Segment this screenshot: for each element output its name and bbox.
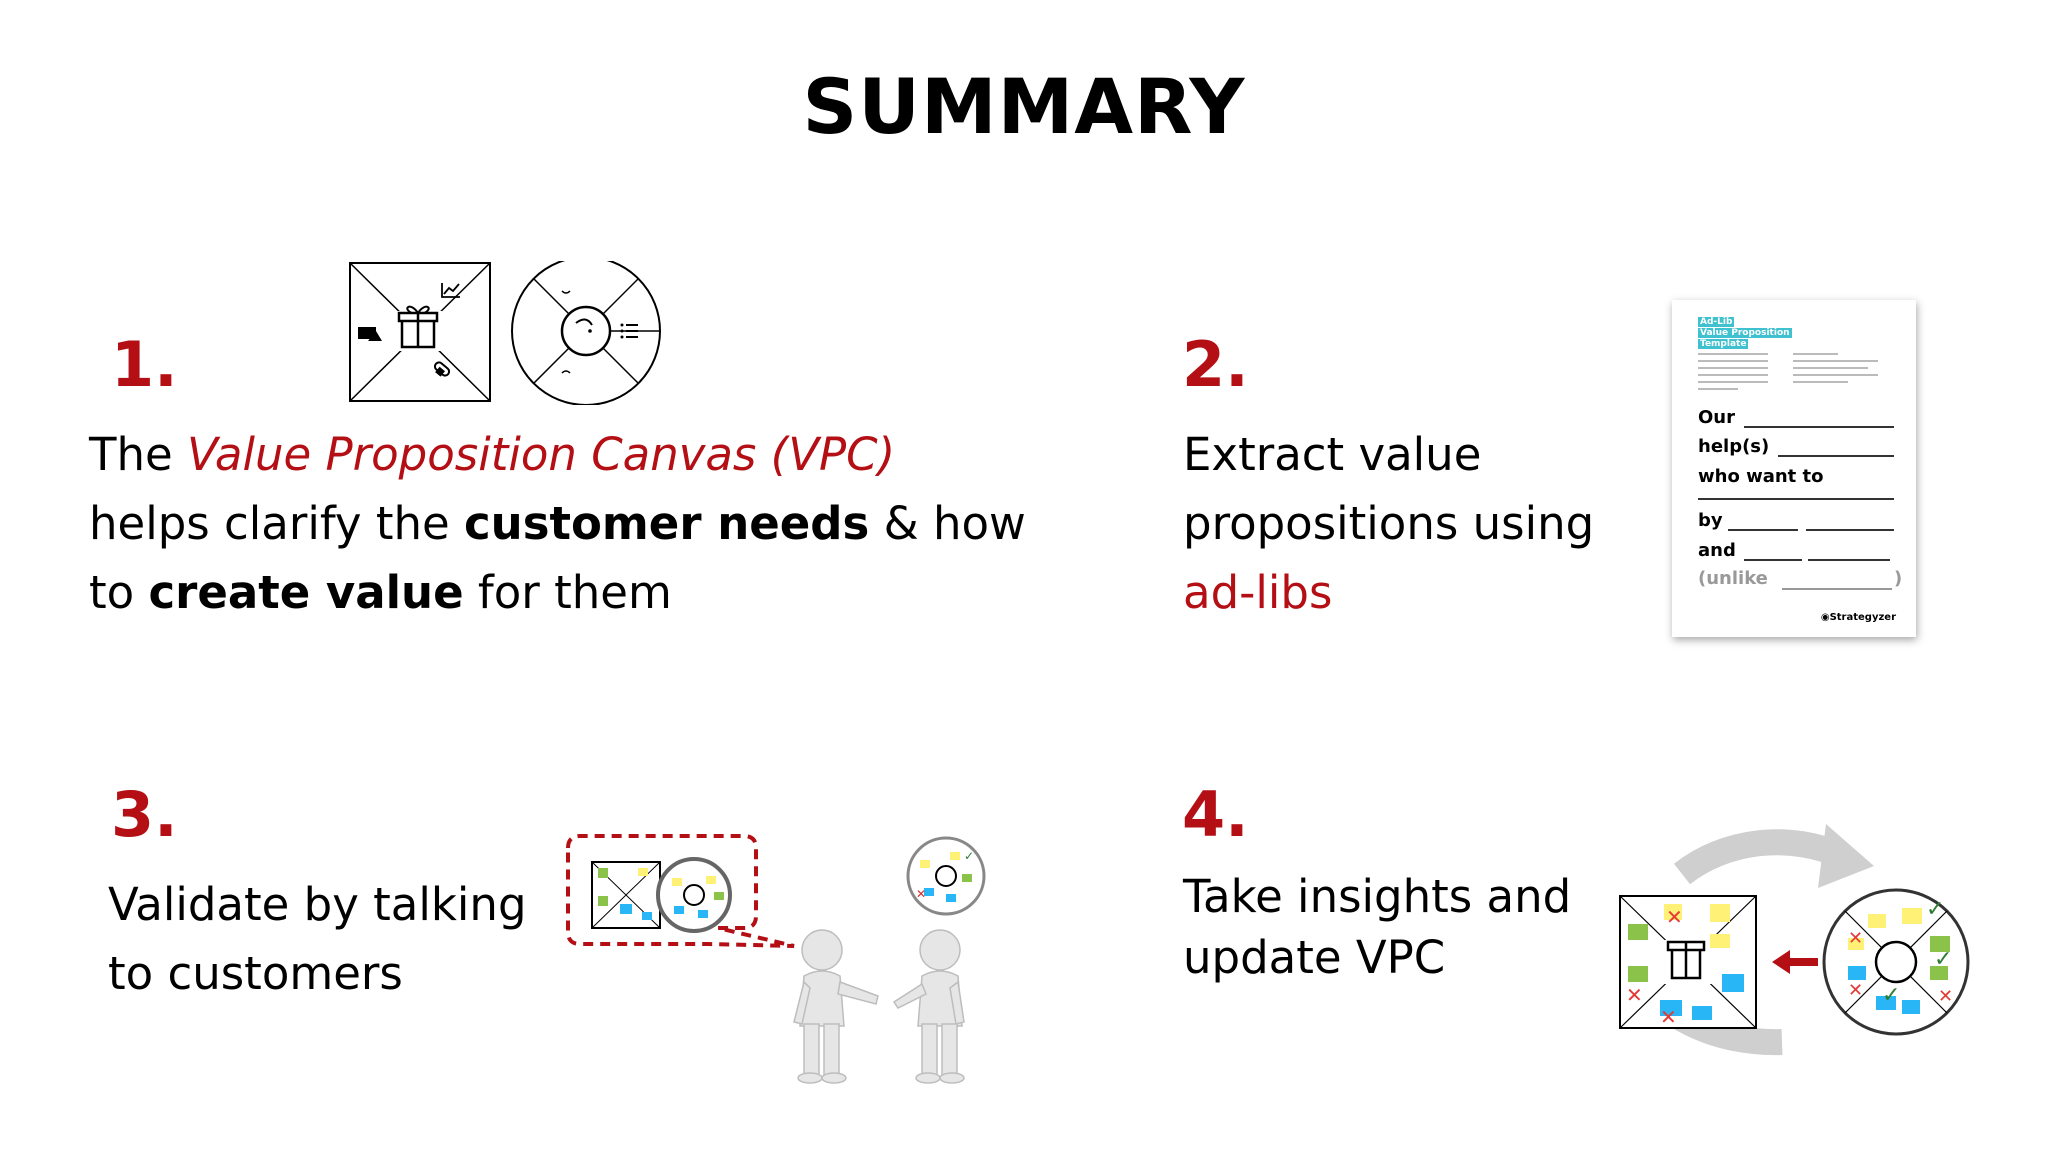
- svg-text:✓: ✓: [964, 849, 974, 863]
- item-2-number: 2.: [1182, 328, 1249, 401]
- item-1-text: The Value Proposition Canvas (VPC) helps…: [89, 428, 1026, 619]
- customer-profile-circle-icon: [511, 261, 661, 405]
- item-4-text: Take insights and update VPC: [1183, 870, 1572, 984]
- face-icon: [561, 290, 593, 374]
- svg-text:✕: ✕: [1848, 980, 1863, 1001]
- svg-text:✕: ✕: [1848, 928, 1863, 949]
- svg-text:✓: ✓: [1882, 983, 1900, 1008]
- svg-text:✓: ✓: [1926, 897, 1944, 922]
- value-map-square-icon: [349, 262, 491, 402]
- svg-text:✕: ✕: [1666, 905, 1683, 929]
- chart-icon: [441, 283, 460, 298]
- svg-text:✕: ✕: [916, 887, 926, 901]
- vpc-term: Value Proposition Canvas (VPC): [187, 428, 896, 481]
- item-2-text: Extract value propositions using ad-libs: [1183, 420, 1594, 627]
- svg-text:✕: ✕: [1660, 1005, 1677, 1029]
- vpc-canvas-icon: [349, 261, 661, 405]
- item-3-text: Validate by talking to customers: [108, 878, 527, 1000]
- item-4-number: 4.: [1182, 778, 1249, 851]
- item-3-number: 3.: [111, 778, 178, 851]
- svg-text:✕: ✕: [1938, 986, 1953, 1007]
- adlib-template-thumbnail: Ad-Lib Value Proposition Template Our he…: [1672, 300, 1916, 637]
- people-talking-icon: ✕ ✓: [566, 834, 986, 1084]
- template-fine-print: [1698, 353, 1878, 390]
- item-1-number: 1.: [111, 328, 178, 401]
- slide-title: SUMMARY: [802, 62, 1246, 151]
- template-heading: Ad-Lib Value Proposition Template: [1698, 317, 1792, 349]
- gift-icon: [397, 305, 439, 349]
- strategyzer-logo: ◉Strategyzer: [1820, 612, 1896, 623]
- checklist-icon: [620, 323, 638, 339]
- update-cycle-icon: ✕ ✕ ✕ ✕ ✓ ✓ ✓ ✕ ✕: [1619, 824, 1970, 1056]
- pill-icon: [433, 361, 451, 377]
- svg-text:✕: ✕: [1626, 983, 1643, 1007]
- svg-text:✓: ✓: [1934, 947, 1952, 972]
- products-icon: [358, 327, 382, 341]
- ad-libs-term: ad-libs: [1183, 566, 1333, 619]
